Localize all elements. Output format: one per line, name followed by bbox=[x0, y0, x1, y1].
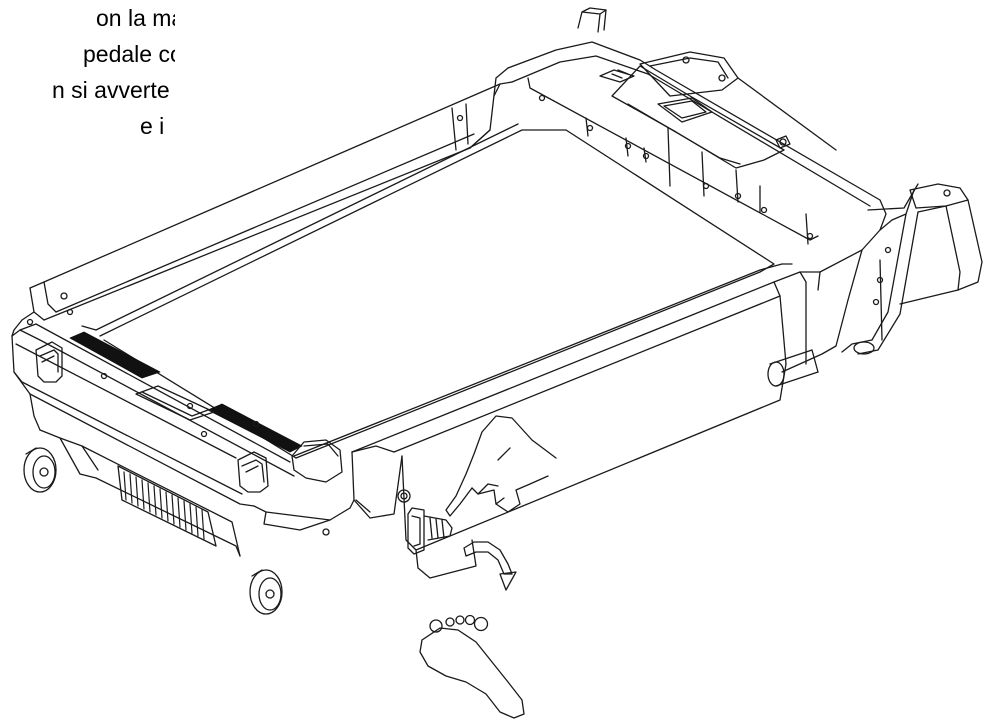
deck-front-end bbox=[12, 310, 354, 531]
front-left-wheel bbox=[24, 448, 56, 492]
motor-hood bbox=[508, 42, 886, 272]
rear-housing bbox=[578, 8, 982, 304]
right-side-rail bbox=[294, 264, 820, 578]
instruction-text: on la mano pedale con n si avverte e i bbox=[0, 0, 175, 165]
instruction-line-2: pedale con bbox=[83, 41, 175, 67]
instruction-line-4: e i bbox=[140, 113, 165, 139]
instruction-line-3: n si avverte bbox=[52, 77, 170, 103]
lower-housing bbox=[40, 430, 329, 556]
rotation-arrow-icon bbox=[464, 542, 516, 590]
hand-icon bbox=[446, 416, 556, 516]
foot-icon bbox=[420, 616, 524, 719]
vent-grille bbox=[124, 472, 204, 539]
left-side-rail bbox=[12, 68, 512, 336]
front-right-wheel bbox=[250, 570, 282, 614]
instruction-line-1: on la mano bbox=[96, 5, 175, 31]
upright-support bbox=[768, 184, 918, 386]
release-knob-icon bbox=[408, 508, 452, 554]
